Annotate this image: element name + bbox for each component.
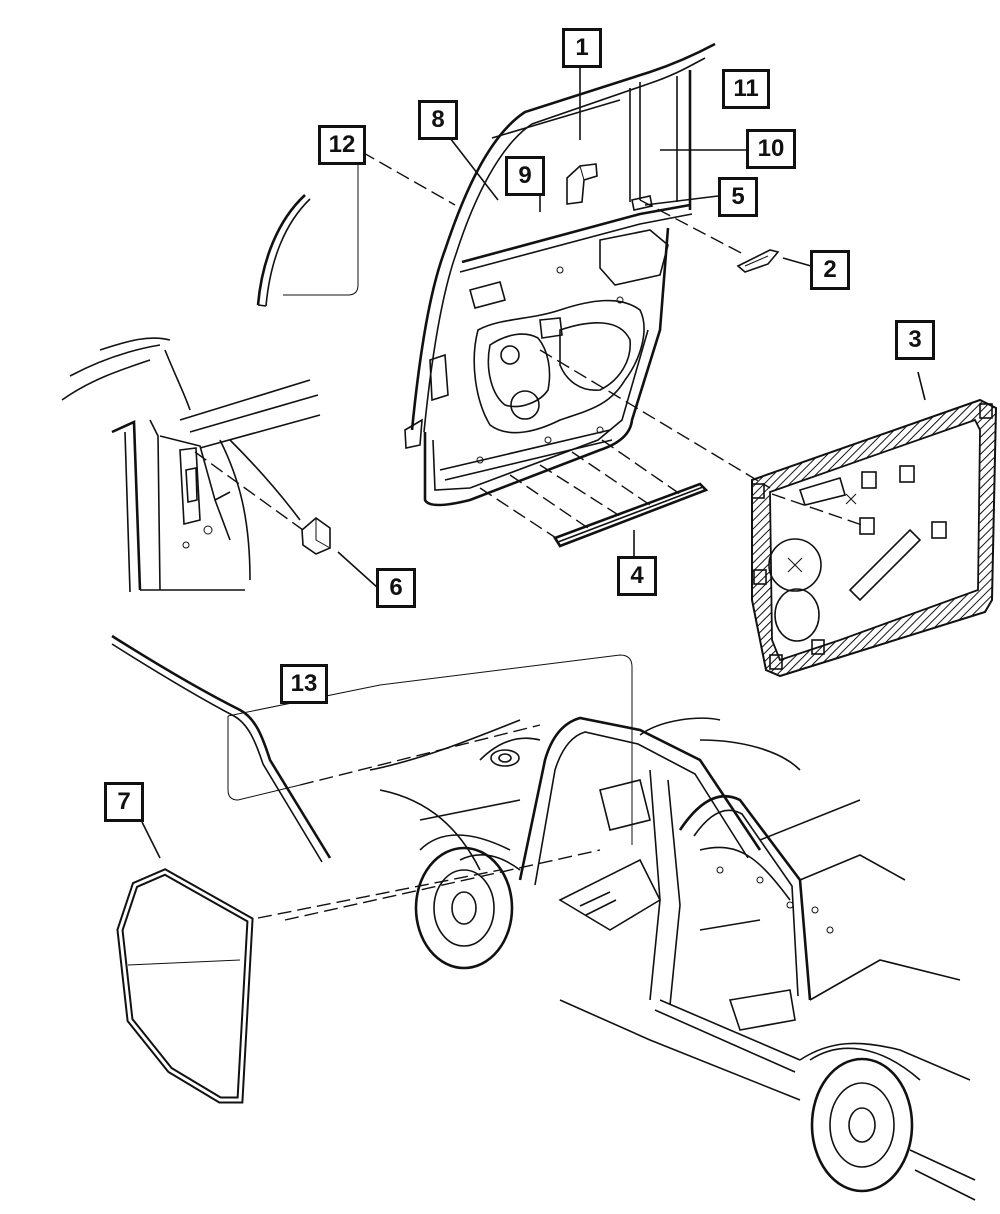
callout-5: 5	[718, 177, 758, 217]
rear-door-shell	[404, 42, 716, 507]
callout-12: 12	[318, 125, 366, 165]
roof-weatherstrip-part-13	[111, 634, 633, 863]
front-wheel	[414, 834, 514, 970]
leader-lines	[141, 68, 926, 859]
glass-run-channel-part-12	[256, 150, 456, 307]
callout-1: 1	[562, 28, 602, 68]
callout-4: 4	[617, 556, 657, 596]
callout-6: 6	[376, 568, 416, 608]
rear-wheel	[809, 1047, 976, 1201]
window-bracket-part-9	[566, 163, 598, 205]
callout-10: 10	[746, 129, 796, 169]
clip-part-5	[631, 195, 653, 211]
callout-8: 8	[418, 100, 458, 140]
callout-13: 13	[280, 664, 328, 704]
callout-11: 11	[722, 69, 770, 109]
callout-7: 7	[104, 782, 144, 822]
door-opening-seal-part-7	[116, 849, 601, 1104]
vehicle-body	[369, 716, 976, 1201]
door-check-part-6	[194, 451, 331, 555]
sill-weatherstrip-part-4	[479, 439, 709, 548]
trim-piece-part-2	[639, 199, 780, 273]
callout-2: 2	[810, 250, 850, 290]
callout-9: 9	[505, 156, 545, 196]
callout-3: 3	[895, 320, 935, 360]
body-pillar-section	[61, 337, 321, 593]
door-trim-panel-part-3	[539, 349, 998, 678]
